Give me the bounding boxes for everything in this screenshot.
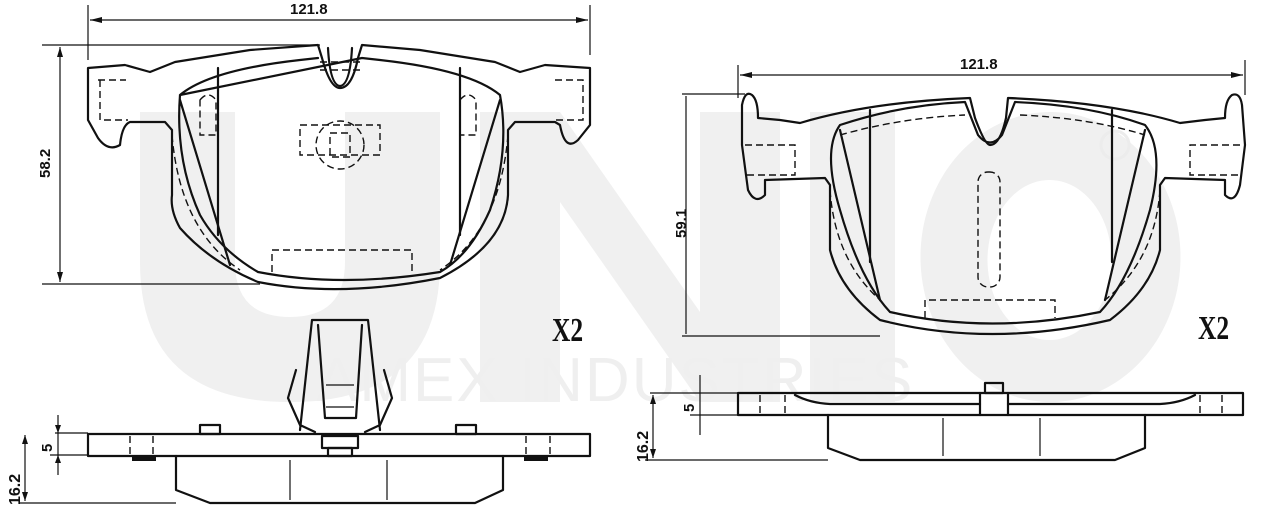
left-height-dimension: 58.2 — [37, 149, 54, 178]
right-plate-thickness: 5 — [681, 404, 698, 412]
right-height-dimension: 59.1 — [673, 209, 690, 238]
right-quantity-label: X2 — [1198, 310, 1230, 347]
right-width-dimension: 121.8 — [960, 56, 998, 73]
left-plate-thickness: 5 — [39, 444, 56, 452]
left-total-thickness: 16.2 — [7, 474, 24, 505]
right-total-thickness: 16.2 — [635, 431, 652, 462]
left-quantity-label: X2 — [552, 312, 584, 349]
watermark-subtitle: AMEX INDUSTRIES — [316, 346, 915, 415]
left-width-dimension: 121.8 — [290, 1, 328, 18]
